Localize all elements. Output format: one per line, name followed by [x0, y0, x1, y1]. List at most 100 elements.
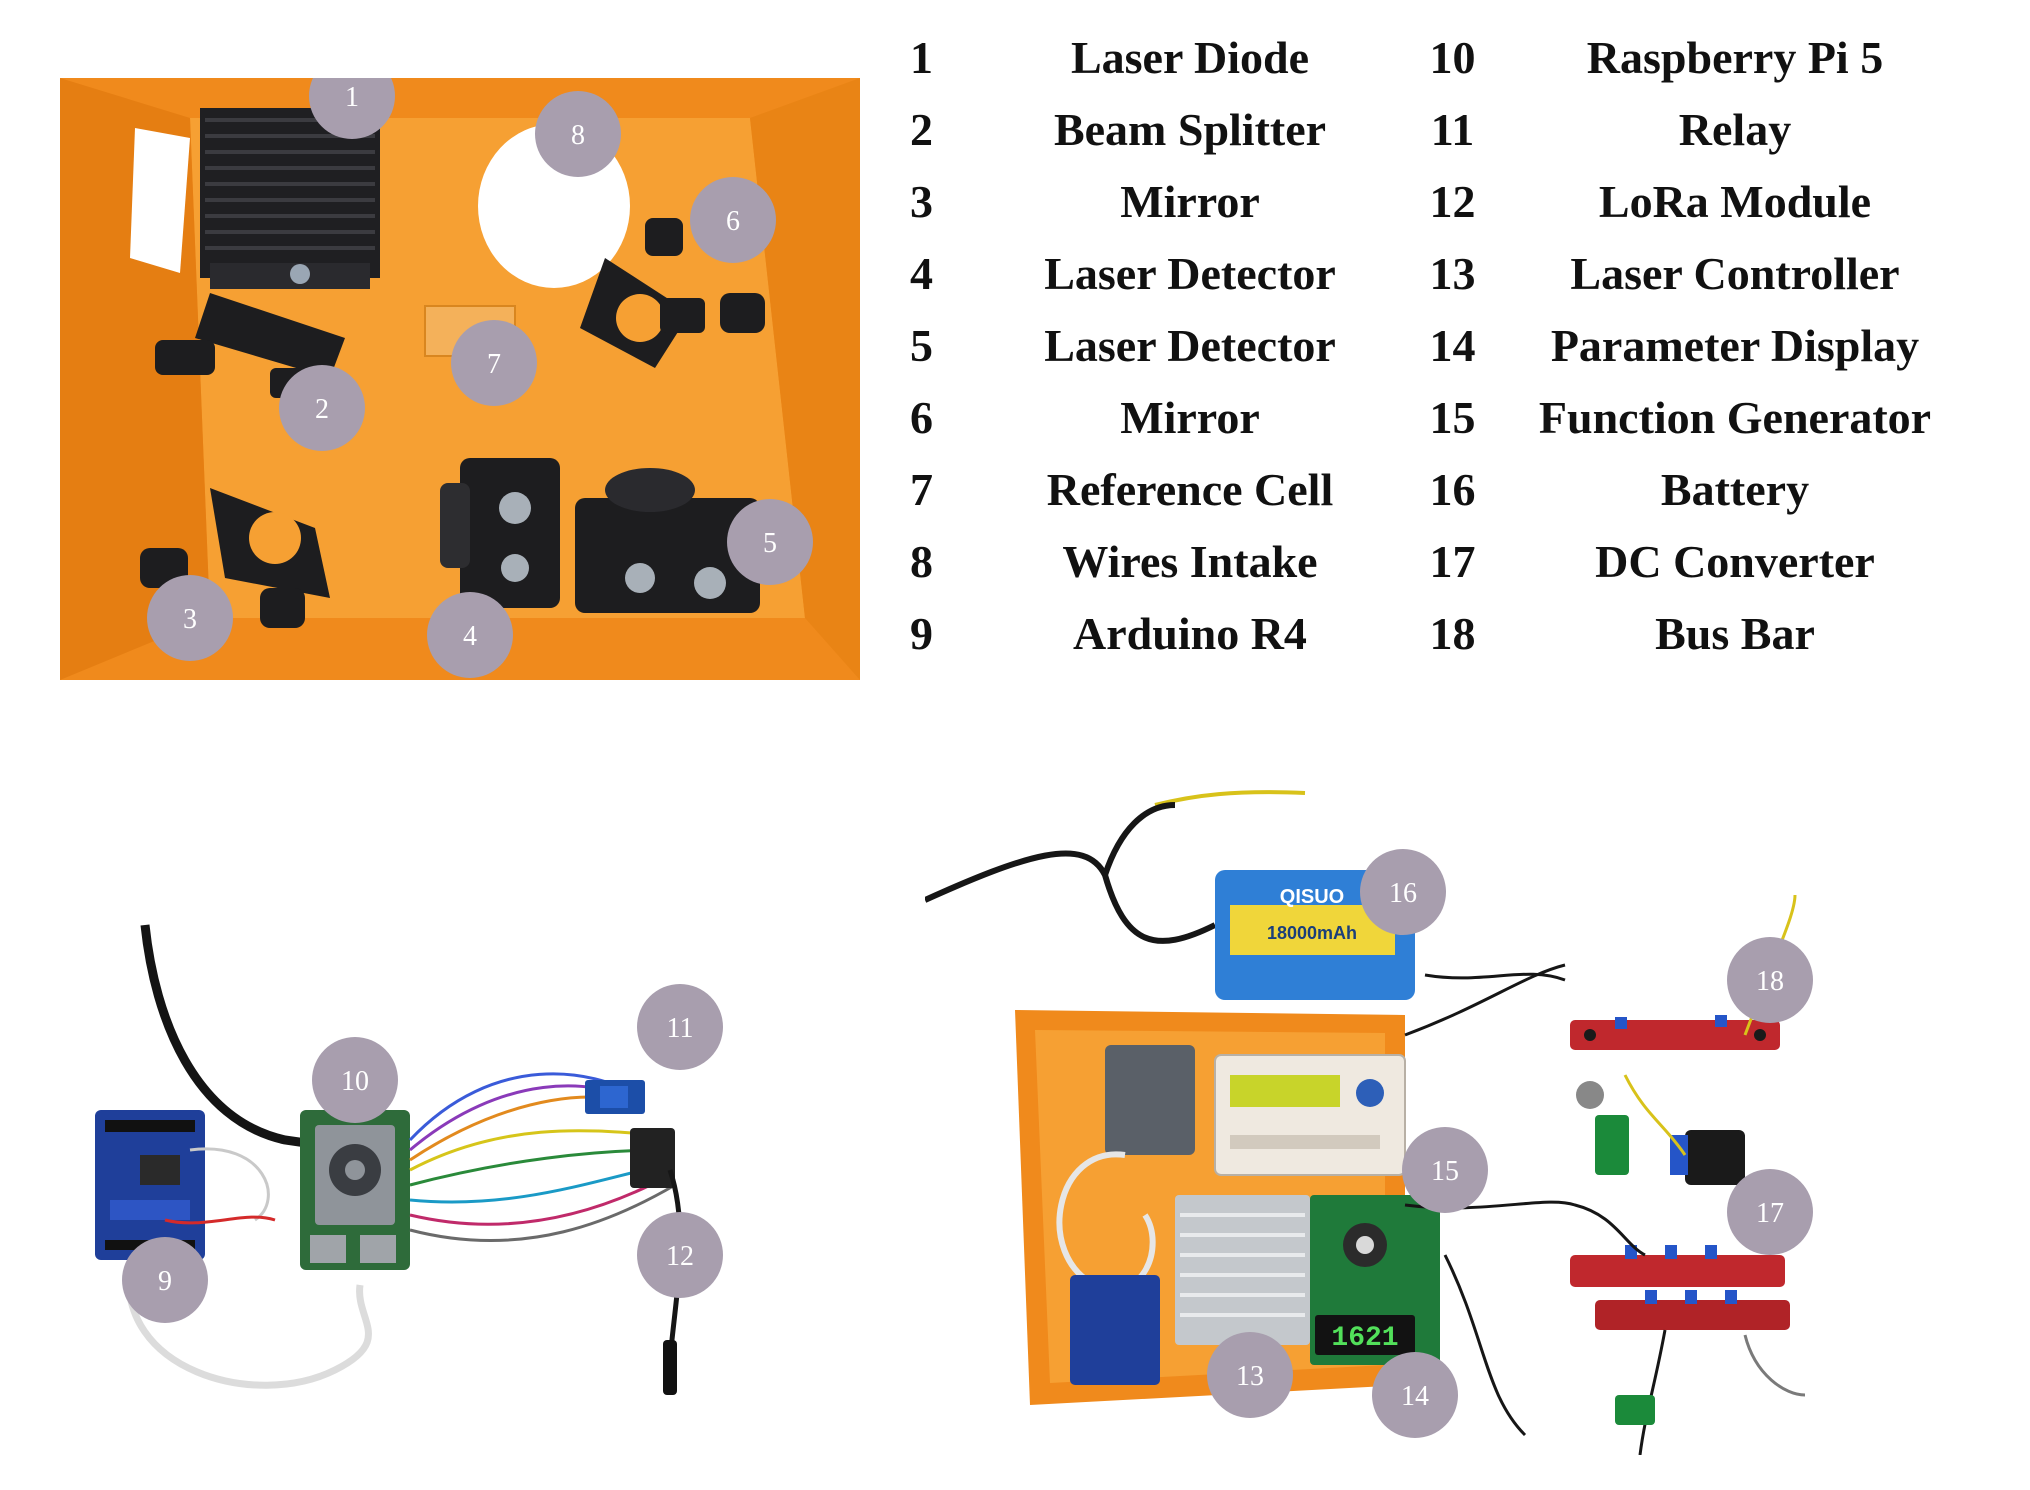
callout-5-label: 5: [763, 528, 777, 559]
legend-label: LoRa Module: [1598, 176, 1872, 227]
callout-11-label: 11: [667, 1013, 694, 1044]
arduino-board: [95, 1110, 205, 1260]
legend-number: 8: [910, 536, 933, 587]
legend-number: 18: [1429, 608, 1476, 659]
legend-label: Relay: [1678, 104, 1792, 155]
legend-number: 10: [1429, 32, 1476, 83]
mirror-mount-bottom-left: [140, 488, 330, 628]
callout-18-label: 18: [1756, 966, 1784, 997]
legend-number: 11: [1430, 104, 1475, 155]
component-legend: 1 Laser Diode 10 Raspberry Pi 5 2 Beam Splitt…: [910, 22, 1965, 670]
callout-7-label: 7: [487, 349, 501, 380]
legend-label: Battery: [1660, 464, 1810, 515]
usb-cable: [125, 1264, 372, 1389]
battery-brand-text: QISUO: [1280, 886, 1344, 908]
legend-label: Laser Diode: [1070, 32, 1310, 83]
legend-number: 13: [1429, 248, 1476, 299]
laser-controller-heatsink: [1175, 1195, 1310, 1345]
callout-2: 2: [279, 365, 365, 451]
legend-row: 9 Arduino R4 18 Bus Bar: [910, 598, 1965, 670]
legend-label: Beam Splitter: [1053, 104, 1327, 155]
legend-number: 12: [1429, 176, 1476, 227]
legend-number: 2: [910, 104, 933, 155]
callout-8: 8: [535, 91, 621, 177]
callout-1-label: 1: [345, 82, 359, 113]
legend-number: 14: [1429, 320, 1476, 371]
legend-row: 6 Mirror 15 Function Generator: [910, 382, 1965, 454]
legend-row: 7 Reference Cell 16 Battery: [910, 454, 1965, 526]
callout-1: 1: [309, 78, 395, 139]
yellow-wire-top: [1154, 790, 1306, 807]
legend-number: 5: [910, 320, 933, 371]
callout-4-label: 4: [463, 621, 477, 652]
legend-number: 7: [910, 464, 933, 515]
callout-17: 17: [1727, 1169, 1813, 1255]
legend-label: Laser Detector: [1044, 320, 1336, 371]
callout-8-label: 8: [571, 120, 585, 151]
callout-14: 14: [1372, 1352, 1458, 1438]
function-generator: [1214, 1054, 1406, 1176]
legend-number: 9: [910, 608, 933, 659]
callout-6: 6: [690, 177, 776, 263]
legend-number: 15: [1429, 392, 1476, 443]
legend-label: Reference Cell: [1046, 464, 1334, 515]
callout-2-label: 2: [315, 394, 329, 425]
callout-14-label: 14: [1401, 1381, 1429, 1412]
bus-bar-top: [1570, 1015, 1780, 1050]
legend-number: 16: [1429, 464, 1476, 515]
arduino-jumper-wire: [189, 1147, 270, 1222]
legend-label: Mirror: [1120, 392, 1260, 443]
black-cable-top: [925, 850, 1217, 944]
legend-number: 1: [910, 32, 933, 83]
callout-16: 16: [1360, 849, 1446, 935]
relay-module: [585, 1080, 645, 1114]
parameter-display-readout: 1621: [1331, 1323, 1398, 1354]
callout-13: 13: [1207, 1332, 1293, 1418]
legend-label: Bus Bar: [1655, 608, 1815, 659]
optics-enclosure-photo: 1 2 3 4 5 6 7 8: [60, 78, 860, 680]
callout-15: 15: [1402, 1127, 1488, 1213]
legend-number: 4: [910, 248, 933, 299]
laser-detector-right: [575, 468, 760, 613]
arduino-in-enclosure: [1070, 1275, 1160, 1385]
callout-16-label: 16: [1389, 878, 1417, 909]
callout-3-label: 3: [183, 604, 197, 635]
legend-label: Raspberry Pi 5: [1586, 32, 1884, 83]
legend-row: 1 Laser Diode 10 Raspberry Pi 5: [910, 22, 1965, 94]
bus-bar-bottom: [1570, 1245, 1790, 1330]
laser-detector-left: [440, 458, 560, 608]
callout-13-label: 13: [1236, 1361, 1264, 1392]
parameter-display: 1621: [1315, 1315, 1415, 1355]
raspberry-pi-board: [300, 1110, 410, 1270]
legend-label: Arduino R4: [1073, 608, 1307, 659]
legend-label: Parameter Display: [1550, 320, 1920, 371]
callout-9-label: 9: [158, 1266, 172, 1297]
power-cable: [140, 924, 321, 1150]
legend-row: 5 Laser Detector 14 Parameter Display: [910, 310, 1965, 382]
mirror-mount-top-right: [580, 218, 765, 368]
legend-label: Function Generator: [1538, 392, 1932, 443]
legend-label: Wires Intake: [1062, 536, 1318, 587]
callout-3: 3: [147, 575, 233, 661]
legend-label: Mirror: [1120, 176, 1260, 227]
controller-heatsink-fins: [1180, 1213, 1305, 1317]
legend-row: 3 Mirror 12 LoRa Module: [910, 166, 1965, 238]
arduino-red-wire: [164, 1215, 276, 1225]
white-target-card: [130, 128, 190, 273]
callout-9: 9: [122, 1237, 208, 1323]
callout-18: 18: [1727, 937, 1813, 1023]
callout-15-label: 15: [1431, 1156, 1459, 1187]
green-terminal-block: [1615, 1395, 1655, 1425]
power-control-photo: QISUO 18000mAh: [925, 775, 1825, 1455]
callout-12: 12: [637, 1212, 723, 1298]
battery-capacity-text: 18000mAh: [1267, 923, 1357, 943]
legend-number: 6: [910, 392, 933, 443]
legend-number: 3: [910, 176, 933, 227]
control-electronics-photo: 9 10 11 12: [75, 900, 795, 1420]
callout-12-label: 12: [666, 1241, 694, 1272]
callout-7: 7: [451, 320, 537, 406]
legend-label: Laser Detector: [1044, 248, 1336, 299]
callout-6-label: 6: [726, 206, 740, 237]
